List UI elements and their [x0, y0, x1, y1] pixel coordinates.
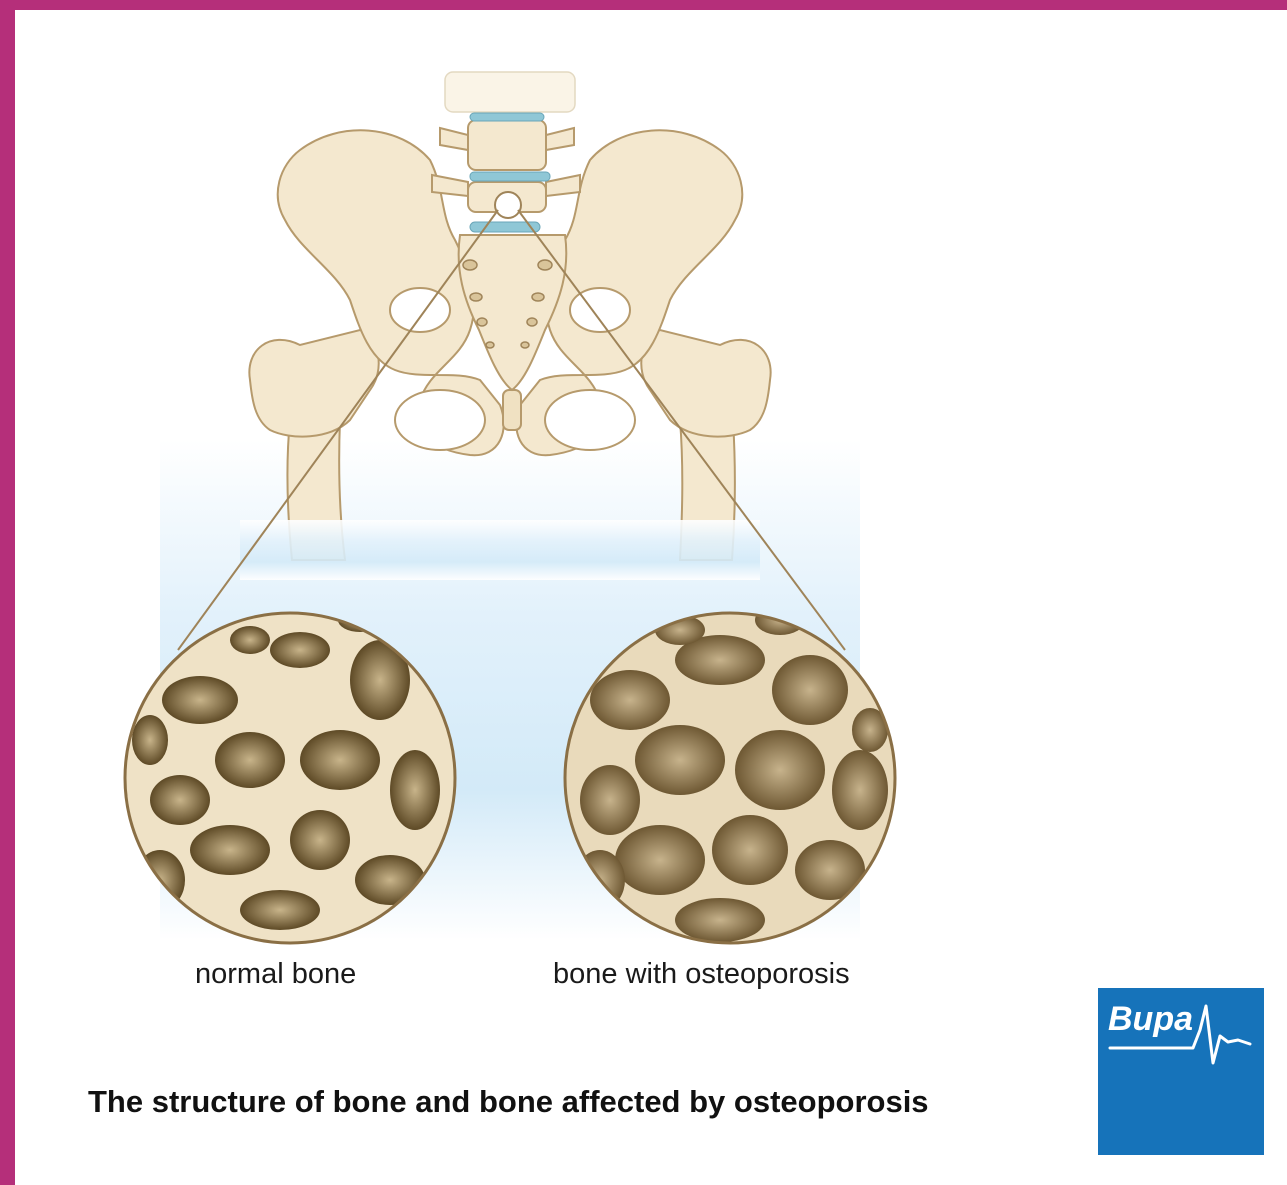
zoom-point	[495, 192, 521, 218]
normal-bone-circle	[125, 608, 455, 943]
normal-bone-label: normal bone	[195, 958, 356, 991]
pubic-symphysis	[503, 390, 521, 430]
bupa-logo: Bupa	[1098, 988, 1264, 1155]
figure-caption: The structure of bone and bone affected …	[88, 1084, 929, 1120]
osteoporosis-bone-label: bone with osteoporosis	[553, 958, 850, 991]
heartbeat-icon	[1098, 988, 1264, 1155]
disc-1	[470, 113, 544, 121]
disc-2	[470, 172, 550, 181]
